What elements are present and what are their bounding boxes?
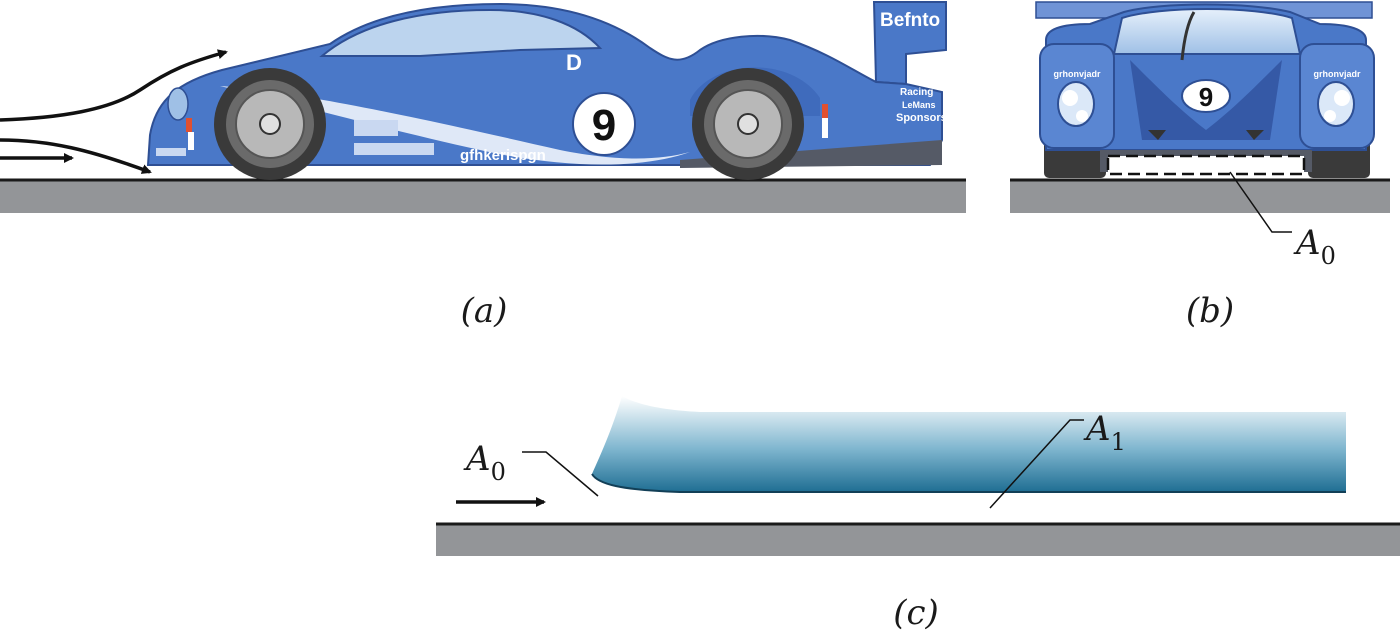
a0-leader-line — [1229, 171, 1292, 233]
right-pod-text: grhonvjadr — [1313, 69, 1361, 79]
headlight-side — [167, 87, 189, 121]
number-disc — [572, 92, 636, 156]
front-wheel — [214, 68, 326, 180]
front-lamp — [186, 118, 192, 132]
inlet-area-a0 — [1106, 154, 1306, 176]
side-panel-upper — [354, 120, 398, 136]
ground-a — [0, 180, 966, 213]
right-headlight-lamp2 — [1324, 110, 1336, 122]
front-windshield — [1112, 8, 1302, 55]
front-splitter-panel — [156, 148, 186, 156]
left-pod-text: grhonvjadr — [1053, 69, 1101, 79]
wing-sponsor-text: Befnto — [880, 10, 940, 31]
flow-sheet-edge — [591, 473, 1346, 493]
sponsor-line-2: LeMans — [902, 100, 936, 110]
airflow-arrow-middle — [0, 138, 152, 174]
label-b: (b) — [1186, 291, 1234, 331]
left-vent — [1148, 130, 1166, 140]
body-swoosh — [220, 86, 690, 165]
panel-c-flow: A0 A1 (c) — [436, 396, 1400, 633]
door-letter: D — [566, 50, 582, 75]
rear-wheel — [692, 68, 804, 180]
panel-a-side-view: Befnto D 9 gfhkerispgn Racing LeMans — [0, 1, 966, 331]
flow-sheet — [592, 396, 1346, 492]
ground-b — [1010, 180, 1390, 213]
left-headlight-lamp — [1062, 90, 1078, 106]
right-headlight — [1317, 81, 1355, 127]
right-vent — [1246, 130, 1264, 140]
canopy — [319, 8, 603, 57]
a0-flow-leader — [522, 451, 599, 497]
label-c: (c) — [893, 593, 939, 633]
sponsor-line-1: Racing — [900, 87, 933, 98]
airflow-arrow-upper — [0, 49, 228, 122]
rear-lamp — [822, 104, 828, 118]
ground-c — [436, 524, 1400, 556]
right-headlight-lamp — [1334, 90, 1350, 106]
label-a: (a) — [461, 291, 508, 331]
label-a0-front: A0 — [1293, 223, 1336, 270]
side-sponsor-text: gfhkerispgn — [460, 147, 546, 164]
label-a1: A1 — [1083, 409, 1126, 456]
rear-lamp-white — [822, 118, 828, 138]
front-lamp-white — [188, 132, 194, 150]
front-number-plate — [1181, 79, 1231, 113]
left-headlight-lamp2 — [1076, 110, 1088, 122]
car-number-front: 9 — [1199, 82, 1213, 112]
a1-leader — [989, 419, 1084, 509]
side-panel-lower — [354, 143, 434, 155]
wiper — [1180, 11, 1196, 61]
nose-cone — [1130, 60, 1282, 140]
sponsor-line-3: Sponsors — [896, 112, 947, 124]
label-a0-flow: A0 — [463, 439, 506, 486]
left-headlight — [1057, 81, 1095, 127]
car-number-side: 9 — [592, 101, 616, 150]
panel-b-front-view: grhonvjadr grhonvjadr 9 A0 (b) — [1010, 1, 1390, 331]
